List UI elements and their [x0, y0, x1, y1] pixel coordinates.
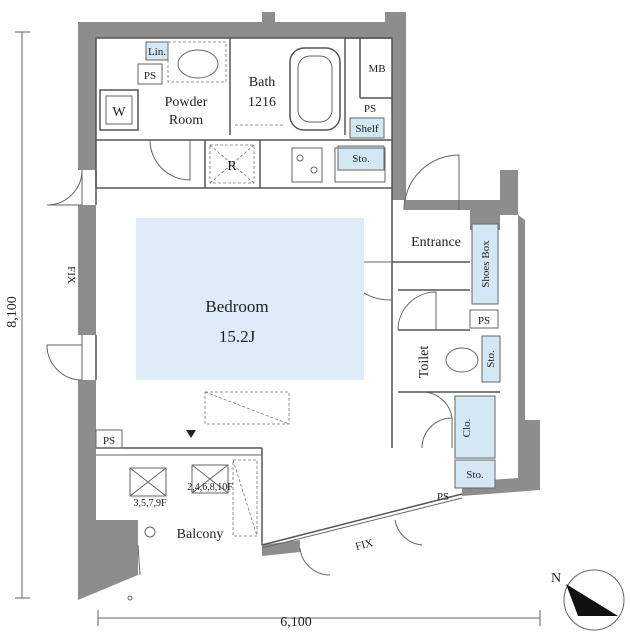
- bedroom-area: [136, 218, 364, 380]
- balcony-drain-icon: [144, 526, 156, 538]
- storage-box-3: [454, 459, 496, 489]
- powder-room-label-line2: Room: [169, 113, 203, 128]
- fridge-label: R: [227, 159, 237, 174]
- entrance-label: Entrance: [411, 235, 461, 250]
- pipe-space-1: [137, 63, 163, 85]
- compass-north-label: N: [551, 571, 561, 586]
- balcony-hatch-b: [191, 464, 229, 494]
- pipe-space-4-label: PS: [437, 491, 449, 503]
- shoes-box-label: Shoes Box: [480, 240, 492, 288]
- toilet-bowl: [445, 347, 479, 373]
- stove: [291, 147, 323, 183]
- storage-1-label: Sto.: [352, 153, 370, 165]
- fix-left-label: FIX: [65, 266, 77, 284]
- shoes-box: [471, 223, 499, 305]
- washer-label: W: [112, 105, 126, 120]
- height-dimension-label: 8,100: [5, 296, 20, 328]
- bedroom-label: Bedroom: [205, 297, 268, 316]
- pipe-space-2-label: PS: [364, 103, 376, 115]
- pipe-space-1-label: PS: [144, 70, 156, 82]
- closet-label: Clo.: [461, 418, 473, 437]
- dimension-lines: [15, 31, 541, 626]
- bathtub: [289, 47, 341, 131]
- toilet-label: Toilet: [417, 346, 432, 379]
- interior-lines: [81, 37, 500, 576]
- pipe-space-5-label: PS: [103, 435, 115, 447]
- fix-bottom-label: FIX: [354, 537, 374, 553]
- bath-label: Bath: [249, 75, 275, 90]
- balcony-entry-marker: [186, 430, 196, 438]
- shelf-box: [349, 117, 385, 139]
- mb-label: MB: [368, 63, 385, 75]
- balcony-label: Balcony: [177, 527, 224, 542]
- bath-size: 1216: [248, 95, 276, 110]
- floor-hatch: [204, 144, 290, 537]
- storage-3-label: Sto.: [466, 469, 484, 481]
- bedroom-size: 15.2J: [219, 327, 256, 346]
- balcony-floors-a-label: 3,5,7,9F: [133, 498, 167, 509]
- pipe-space-5: [95, 429, 123, 449]
- balcony-hatch-a: [129, 467, 167, 497]
- storage-box-2: [481, 335, 501, 383]
- north-arrow-icon: [566, 584, 618, 616]
- compass: [563, 569, 625, 631]
- storage-2-label: Sto.: [485, 350, 497, 368]
- sink-basin: [177, 49, 219, 79]
- linen-label: Lin.: [148, 46, 166, 58]
- powder-room-label-line1: Powder: [165, 95, 208, 110]
- storage-box-1: [337, 145, 385, 171]
- closet-box: [454, 395, 496, 459]
- shelf-label: Shelf: [355, 123, 379, 135]
- outer-walls: [78, 12, 540, 600]
- pipe-space-3-label: PS: [478, 315, 490, 327]
- balcony-floors-b-label: 2,4,6,8,10F: [187, 482, 233, 493]
- washer-box: [99, 89, 139, 131]
- pipe-space-3: [469, 309, 499, 329]
- width-dimension-label: 6,100: [280, 615, 312, 630]
